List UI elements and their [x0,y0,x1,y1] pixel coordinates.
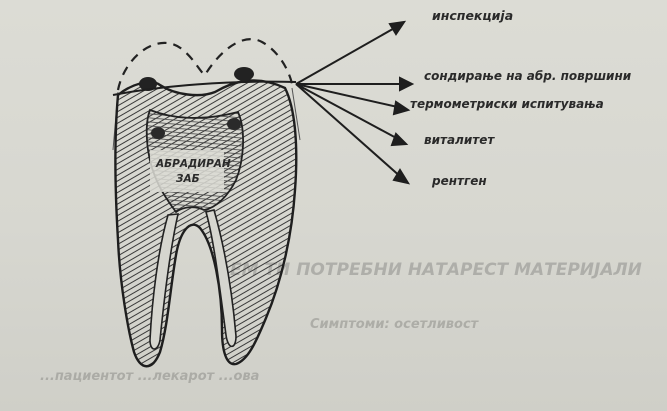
method-xray: рентген [431,174,487,188]
arrows [296,22,412,183]
method-probing: сондирање на абр. површини [424,69,632,83]
faded-line-1: ЕМ ТИ ПОТРЕБНИ НАТАРЕСТ МАТЕРИЈАЛИ [230,260,642,280]
pulp-horn-left [151,127,165,139]
tooth-label-line-1: АБРАДИРАН [155,158,231,170]
method-vitality: виталитет [424,133,495,147]
method-thermal-tests: термометриски испитувања [410,97,604,111]
method-inspection: инспекција [432,8,513,23]
arrow-xray [296,84,402,178]
arrow-vitality [296,84,400,140]
pulp-horn-right [227,118,241,130]
faded-line-3: ...пациентот ...лекарот ...ова [40,369,259,384]
faded-line-2: Симптоми: осетливост [310,317,480,332]
abrasion-spot-right [234,67,254,81]
tooth-label-line-2: ЗАБ [176,173,200,185]
arrow-thermal [296,84,402,108]
arrow-inspection [296,26,398,84]
